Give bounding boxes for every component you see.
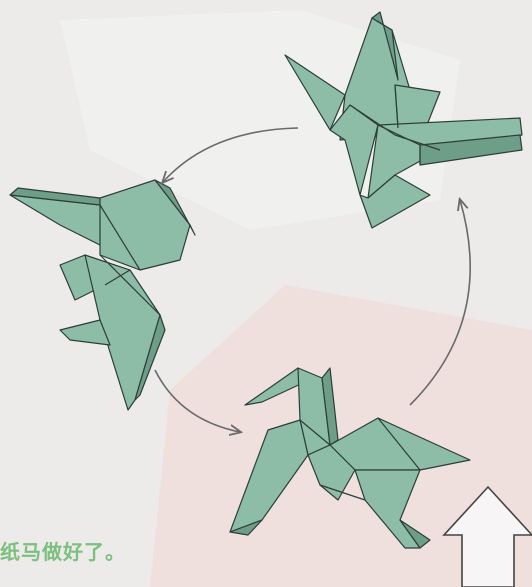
caption-text: 纸马做好了。 bbox=[0, 536, 126, 565]
